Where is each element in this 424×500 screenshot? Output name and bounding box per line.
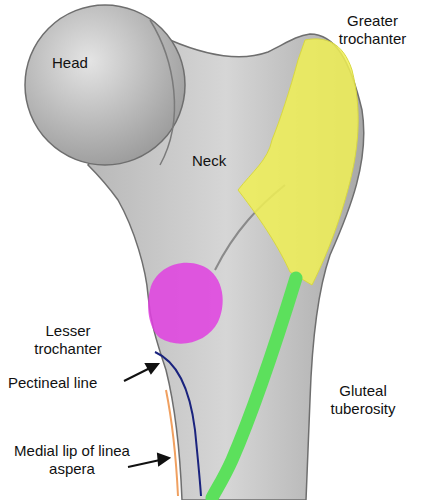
femur-head	[25, 5, 185, 165]
part-label: Greater trochanter	[330, 12, 415, 48]
part-label: Head	[52, 54, 112, 72]
part-label: Neck	[192, 152, 252, 170]
part-label: Medial lip of linea aspera	[12, 442, 132, 478]
medial-lip-line	[166, 390, 178, 496]
gluteal-tuberosity-strip	[212, 278, 296, 498]
part-label: Gluteal tuberosity	[318, 382, 408, 418]
lesser-trochanter-area	[148, 263, 223, 344]
greater-trochanter-area	[238, 39, 358, 285]
leader-arrows	[124, 364, 169, 467]
part-label: Pectineal line	[8, 374, 128, 392]
epiphyseal-line	[150, 20, 174, 165]
pectineal-line	[155, 352, 201, 496]
part-label: Lesser trochanter	[18, 322, 118, 358]
